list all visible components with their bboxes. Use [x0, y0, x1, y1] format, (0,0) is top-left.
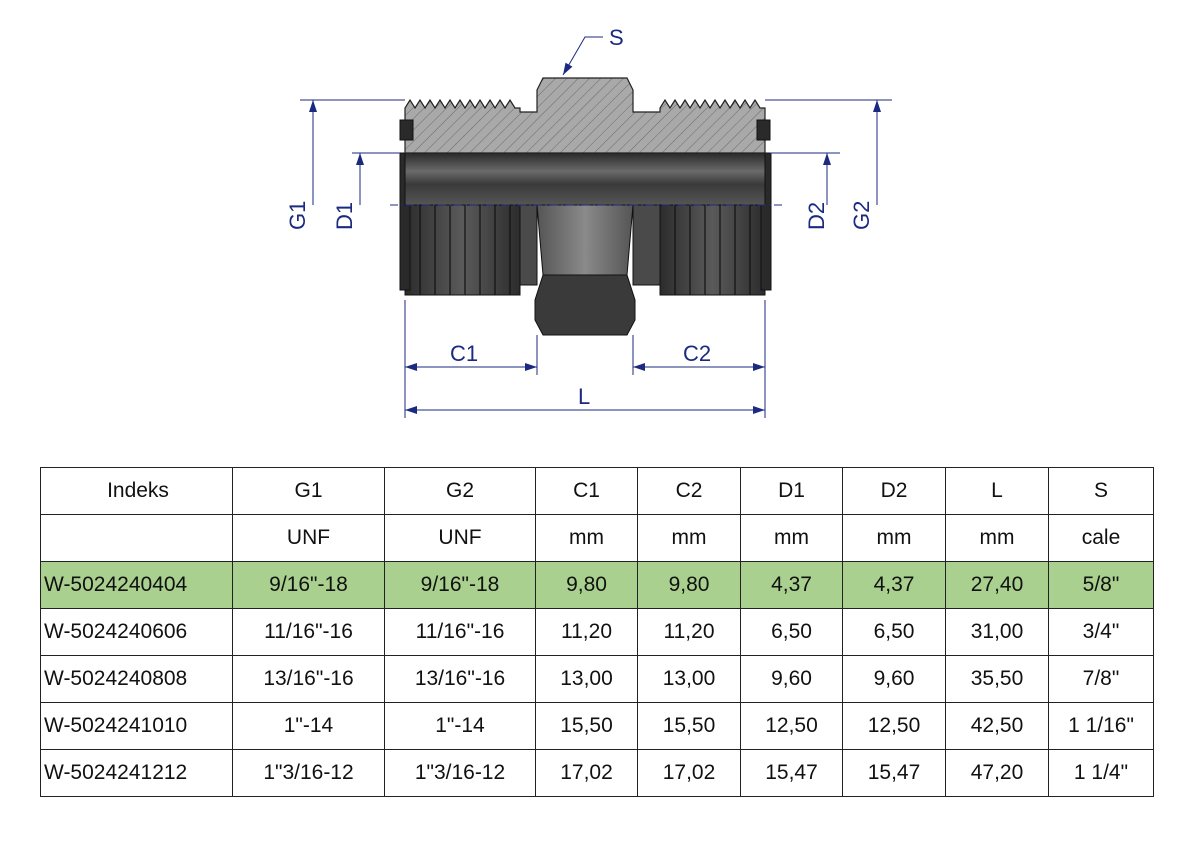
header-cell: C2: [637, 467, 741, 515]
label-L: L: [578, 384, 590, 409]
label-D1: D1: [332, 202, 357, 230]
value-cell: 3/4": [1048, 608, 1154, 656]
index-cell: W-5024240404: [40, 561, 233, 609]
header-cell: G1: [232, 467, 385, 515]
index-cell: W-5024241010: [40, 702, 233, 750]
value-cell: 1"-14: [232, 702, 385, 750]
section-hatch: [404, 77, 766, 154]
value-cell: 12,50: [740, 702, 843, 750]
value-cell: 13,00: [637, 655, 741, 703]
value-cell: 11,20: [535, 608, 638, 656]
value-cell: 13/16"-16: [384, 655, 536, 703]
unit-cell: [40, 514, 233, 562]
label-D2: D2: [804, 202, 829, 230]
label-C2: C2: [683, 341, 711, 366]
value-cell: 9/16"-18: [384, 561, 536, 609]
value-cell: 12,50: [842, 702, 946, 750]
unit-cell: mm: [740, 514, 843, 562]
value-cell: 4,37: [842, 561, 946, 609]
header-cell: D2: [842, 467, 946, 515]
index-cell: W-5024240606: [40, 608, 233, 656]
value-cell: 15,50: [637, 702, 741, 750]
header-cell: G2: [384, 467, 536, 515]
table-units-row: UNF UNF mm mm mm mm mm cale: [40, 514, 1154, 562]
unit-cell: UNF: [232, 514, 385, 562]
label-S: S: [609, 25, 624, 50]
value-cell: 4,37: [740, 561, 843, 609]
value-cell: 31,00: [945, 608, 1049, 656]
unit-cell: mm: [535, 514, 638, 562]
fitting-drawing: S G1 D1 D2 G2 C1 C2 L: [285, 25, 892, 418]
header-cell: C1: [535, 467, 638, 515]
value-cell: 7/8": [1048, 655, 1154, 703]
header-cell: D1: [740, 467, 843, 515]
index-cell: W-5024240808: [40, 655, 233, 703]
unit-cell: cale: [1048, 514, 1154, 562]
value-cell: 47,20: [945, 749, 1049, 797]
value-cell: 17,02: [637, 749, 741, 797]
seal-right: [756, 119, 771, 141]
value-cell: 9,80: [535, 561, 638, 609]
value-cell: 9,60: [842, 655, 946, 703]
dimension-lines: [300, 36, 892, 418]
index-cell: W-5024241212: [40, 749, 233, 797]
table-header-row: Indeks G1 G2 C1 C2 D1 D2 L S: [40, 467, 1154, 515]
value-cell: 6,50: [842, 608, 946, 656]
seal-left: [399, 119, 414, 141]
value-cell: 17,02: [535, 749, 638, 797]
value-cell: 15,50: [535, 702, 638, 750]
value-cell: 1"-14: [384, 702, 536, 750]
value-cell: 9,60: [740, 655, 843, 703]
bore: [404, 152, 766, 206]
value-cell: 15,47: [842, 749, 946, 797]
unit-cell: UNF: [384, 514, 536, 562]
value-cell: 11/16"-16: [384, 608, 536, 656]
value-cell: 42,50: [945, 702, 1049, 750]
header-cell: S: [1048, 467, 1154, 515]
value-cell: 27,40: [945, 561, 1049, 609]
value-cell: 1"3/16-12: [232, 749, 385, 797]
unit-cell: mm: [945, 514, 1049, 562]
value-cell: 1 1/4": [1048, 749, 1154, 797]
header-cell: Indeks: [40, 467, 233, 515]
fitting-exterior: [399, 152, 772, 336]
value-cell: 13,00: [535, 655, 638, 703]
dimensions-table: Indeks G1 G2 C1 C2 D1 D2 L S UNF UNF mm …: [40, 467, 1154, 797]
value-cell: 13/16"-16: [232, 655, 385, 703]
value-cell: 11/16"-16: [232, 608, 385, 656]
value-cell: 15,47: [740, 749, 843, 797]
unit-cell: mm: [842, 514, 946, 562]
value-cell: 1"3/16-12: [384, 749, 536, 797]
value-cell: 35,50: [945, 655, 1049, 703]
value-cell: 9/16"-18: [232, 561, 385, 609]
value-cell: 1 1/16": [1048, 702, 1154, 750]
label-G2: G2: [849, 201, 874, 230]
header-cell: L: [945, 467, 1049, 515]
unit-cell: mm: [637, 514, 741, 562]
value-cell: 6,50: [740, 608, 843, 656]
label-C1: C1: [450, 341, 478, 366]
value-cell: 5/8": [1048, 561, 1154, 609]
label-G1: G1: [285, 201, 310, 230]
value-cell: 11,20: [637, 608, 741, 656]
value-cell: 9,80: [637, 561, 741, 609]
